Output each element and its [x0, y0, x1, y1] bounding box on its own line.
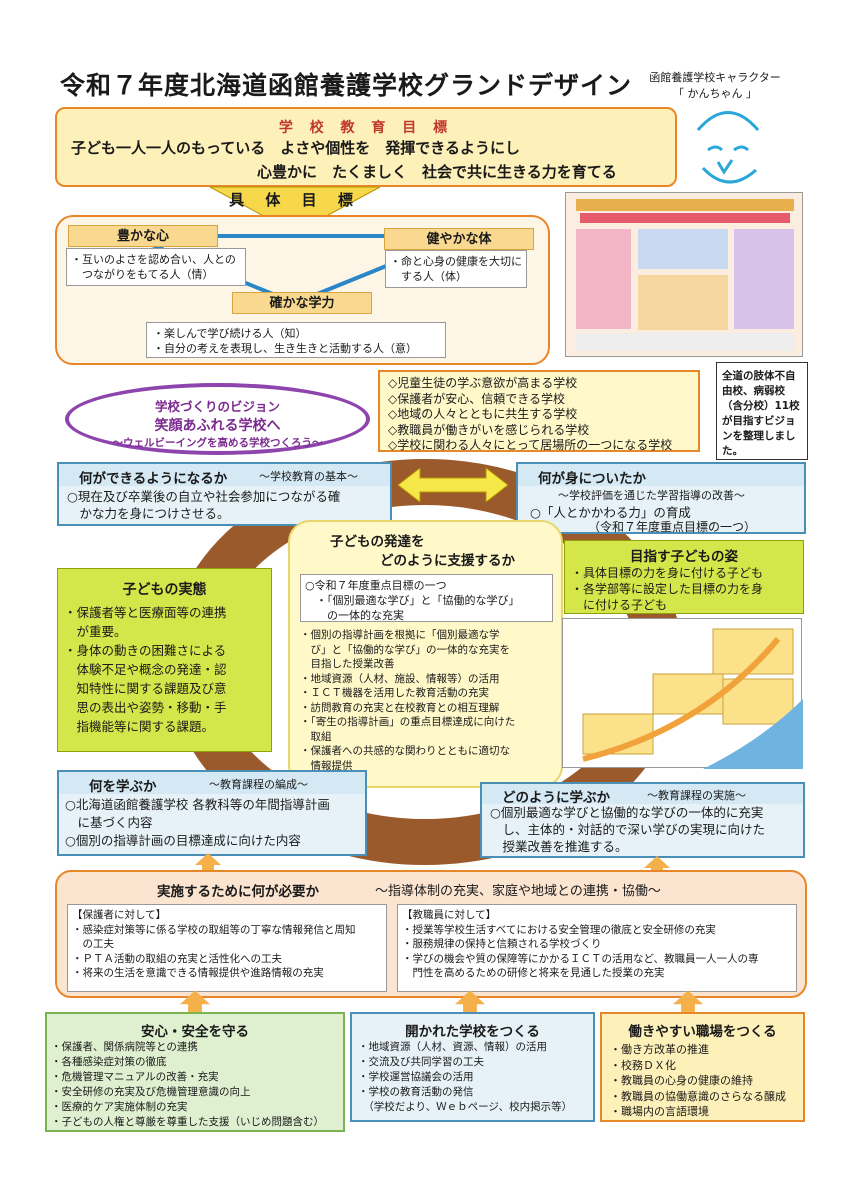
open-school-box: 開かれた学校をつくる ・地域資源（人材、資源、情報）の活用 ・交流及び共同学習の…	[350, 1012, 595, 1122]
what-acquired-box: 何が身についたか ～学校評価を通じた学習指導の改善～ ○「人とかかわる力」の育成…	[516, 462, 806, 534]
vision-item: ◇学校に関わる人々にとって居場所の一つになる学校	[388, 438, 673, 452]
down-arrow-icon	[210, 186, 380, 234]
what-can-do-head: 何ができるようになるか	[79, 471, 228, 487]
up-arrow-icon	[195, 853, 221, 873]
school-goal-line1: 子ども一人一人のもっている よさや個性を 発揮できるようにし	[71, 139, 520, 157]
vision-item: ◇児童生徒の学ぶ意欲が高まる学校	[388, 376, 578, 390]
aim-child-body: ・具体目標の力を身に付ける子ども ・各学部等に設定した目標の力を身 に付ける子ど…	[571, 566, 764, 612]
vision-ellipse: 学校づくりのビジョン 笑顔あふれる学校へ ～ウェルビーイングを高める学校つくろう…	[65, 383, 370, 455]
vision-item: ◇地域の人々とともに共生する学校	[388, 407, 578, 421]
stairs-diagram-art	[582, 628, 803, 769]
vision-list: ◇児童生徒の学ぶ意欲が高まる学校 ◇保護者が安心、信頼できる学校 ◇地域の人々と…	[378, 370, 700, 452]
vision-sub: ～ウェルビーイングを高める学校つくろう～	[112, 437, 323, 449]
aim-child-head: 目指す子どもの姿	[630, 549, 738, 565]
what-learn-sub: ～教育課程の編成～	[209, 778, 308, 791]
school-goal-box: 学 校 教 育 目 標 子ども一人一人のもっている よさや個性を 発揮できるよう…	[55, 107, 677, 187]
workplace-box: 働きやすい職場をつくる ・働き方改革の推進 ・校務ＤＸ化 ・教職員の心身の健康の…	[600, 1012, 805, 1122]
needed-parents: 【保護者に対して】 ・感染症対策等に係る学校の取組等の丁寧な情報発信と周知 の工…	[67, 904, 387, 992]
what-acquired-body: ○「人とかかわる力」の育成	[530, 505, 691, 520]
open-school-head: 開かれた学校をつくる	[405, 1024, 540, 1040]
note-box: 全道の肢体不自由校、病弱校（含分校）11校が目指すビジョンを整理しました。	[716, 362, 808, 460]
label-yutaka: 豊かな心	[68, 225, 218, 247]
up-arrow-icon	[673, 990, 703, 1014]
label-tashika: 確かな学力	[232, 292, 372, 314]
workplace-head: 働きやすい職場をつくる	[628, 1024, 777, 1040]
open-school-body: ・地域資源（人材、資源、情報）の活用 ・交流及び共同学習の工夫 ・学校運営協議会…	[358, 1041, 573, 1113]
double-arrow-icon	[398, 468, 508, 502]
stairs-diagram	[562, 618, 803, 769]
what-learn-body: ○北海道函館養護学校 各教科等の年間指導計画 に基づく内容 ○個別の指導計画の目…	[65, 797, 330, 848]
how-learn-sub: ～教育課程の実施～	[647, 789, 746, 802]
needed-staff: 【教職員に対して】 ・授業等学校生活すべてにおける安全管理の徹底と安全研修の充実…	[397, 904, 797, 992]
character-caption-line2: 「 かんちゃん 」	[673, 87, 757, 100]
vision-poster-thumbnail	[565, 192, 803, 357]
what-acquired-head: 何が身についたか	[538, 471, 646, 487]
safety-body: ・保護者、関係病院等との連携 ・各種感染症対策の徹底 ・危機管理マニュアルの改善…	[51, 1041, 324, 1128]
text-sukoyaka: ・命と心身の健康を大切に する人（体）	[385, 250, 527, 288]
child-reality-head: 子どもの実態	[122, 582, 207, 598]
safety-box: 安心・安全を守る ・保護者、関係病院等との連携 ・各種感染症対策の徹底 ・危機管…	[45, 1012, 345, 1132]
support-box: 子どもの発達を どのように支援するか ○令和７年度重点目標の一つ ・「個別最適な…	[288, 520, 563, 788]
concrete-goals-heading: 具 体 目 標	[229, 191, 361, 209]
needed-box: 実施するために何が必要か ～指導体制の充実、家庭や地域との連携・協働～ 【保護者…	[55, 870, 807, 998]
what-can-do-box: 何ができるようになるか ～学校教育の基本～ ○現在及び卒業後の自立や社会参加につ…	[57, 462, 392, 526]
what-acquired-body2: （令和７年度重点目標の一つ）	[588, 520, 757, 534]
what-learn-box: 何を学ぶか ～教育課程の編成～ ○北海道函館養護学校 各教科等の年間指導計画 に…	[57, 770, 367, 856]
page-title: 令和７年度北海道函館養護学校グランドデザイン	[60, 71, 633, 100]
child-reality-body: ・保護者等と医療面等の連携 が重要。 ・身体の動きの困難さによる 体験不足や概念…	[64, 605, 227, 734]
vision-main: 笑顔あふれる学校へ	[154, 418, 281, 434]
safety-head: 安心・安全を守る	[141, 1024, 249, 1040]
support-priority: ○令和７年度重点目標の一つ ・「個別最適な学び」と「協働的な学び」 の一体的な充…	[300, 574, 553, 622]
vision-item: ◇教職員が働きがいを感じられる学校	[388, 422, 590, 437]
character-caption-line1: 函館養護学校キャラクター	[649, 71, 781, 84]
needed-head: 実施するために何が必要か	[157, 884, 319, 900]
mascot-icon	[696, 111, 760, 184]
child-reality-box: 子どもの実態 ・保護者等と医療面等の連携 が重要。 ・身体の動きの困難さによる …	[57, 568, 272, 752]
label-sukoyaka: 健やかな体	[384, 228, 534, 250]
support-head2: どのように支援するか	[380, 553, 515, 569]
what-can-do-body: ○現在及び卒業後の自立や社会参加につながる確 かな力を身につけさせる。	[67, 489, 341, 521]
school-goal-heading: 学 校 教 育 目 標	[278, 120, 454, 136]
up-arrow-icon	[644, 856, 670, 876]
school-goal-line2: 心豊かに たくましく 社会で共に生きる力を育てる	[257, 163, 617, 181]
how-learn-body: ○個別最適な学びと協働的な学びの一体的に充実 し、主体的・対話的で深い学びの実現…	[490, 805, 766, 854]
workplace-body: ・働き方改革の推進 ・校務ＤＸ化 ・教職員の心身の健康の維持 ・教職員の協働意識…	[610, 1043, 786, 1118]
support-head1: 子どもの発達を	[330, 534, 425, 550]
vision-label: 学校づくりのビジョン	[154, 399, 280, 414]
what-learn-head: 何を学ぶか	[89, 779, 157, 795]
character-caption: 函館養護学校キャラクター 「 かんちゃん 」	[640, 70, 790, 102]
text-yutaka: ・互いのよさを認め合い、人との つながりをもてる人（情）	[66, 248, 246, 286]
what-can-do-sub: ～学校教育の基本～	[259, 470, 358, 483]
text-tashika: ・楽しんで学び続ける人（知） ・自分の考えを表現し、生き生きと活動する人（意）	[146, 322, 446, 358]
up-arrow-icon	[455, 990, 485, 1014]
what-acquired-sub: ～学校評価を通じた学習指導の改善～	[558, 489, 745, 502]
up-arrow-icon	[180, 990, 210, 1014]
vision-item: ◇保護者が安心、信頼できる学校	[388, 391, 565, 406]
how-learn-box: どのように学ぶか ～教育課程の実施～ ○個別最適な学びと協働的な学びの一体的に充…	[480, 782, 805, 858]
how-learn-head: どのように学ぶか	[502, 790, 610, 806]
aim-child-box: 目指す子どもの姿 ・具体目標の力を身に付ける子ども ・各学部等に設定した目標の力…	[564, 540, 804, 614]
needed-sub: ～指導体制の充実、家庭や地域との連携・協働～	[375, 884, 661, 899]
support-body: ・個別の指導計画を根拠に「個別最適な学 び」と「協働的な学び」の一体的な充実を …	[300, 629, 516, 772]
